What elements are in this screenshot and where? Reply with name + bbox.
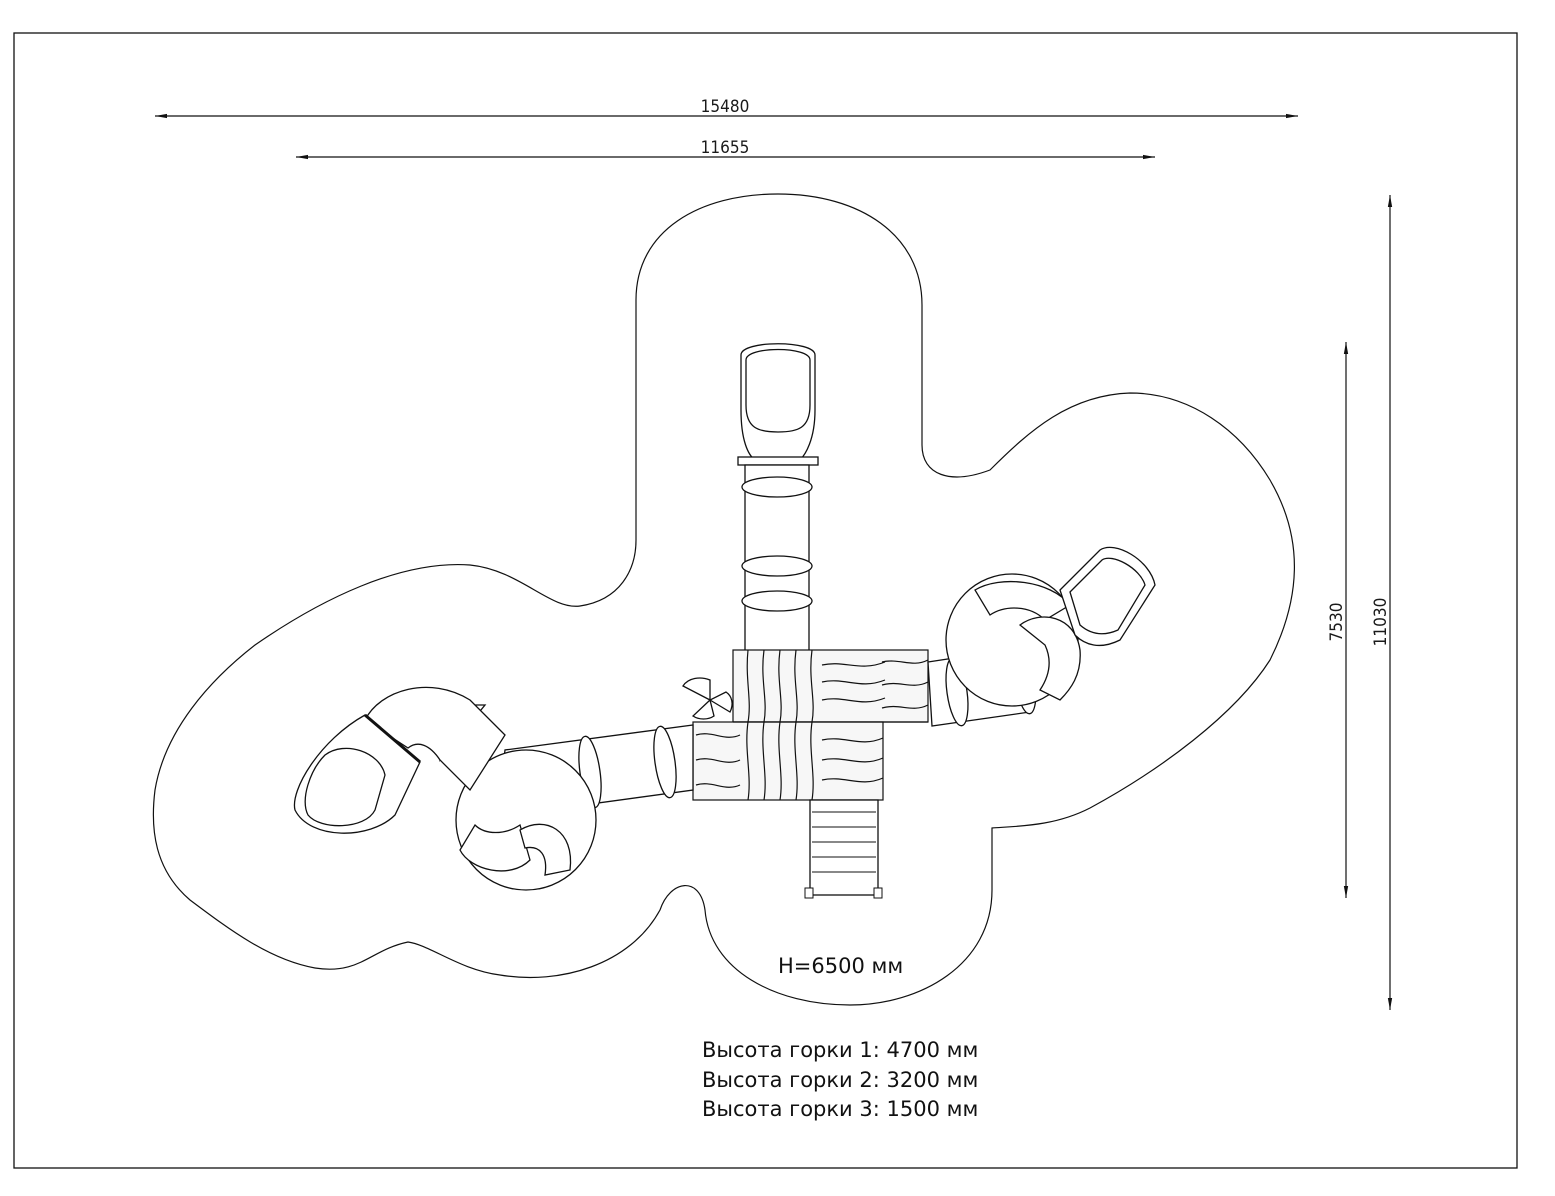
overall-width-label: 15480	[701, 97, 750, 117]
left-slide-ring	[653, 725, 677, 799]
slide-height-notes: Высота горки 1: 4700 мм Высота горки 2: …	[702, 1036, 978, 1125]
main-height-label: H=6500 мм	[778, 954, 904, 978]
slide-height-3: Высота горки 3: 1500 мм	[702, 1097, 979, 1121]
fan-ornament	[682, 677, 733, 720]
left-slide-exit-inner	[304, 747, 386, 827]
equipment-width-label: 11655	[701, 138, 750, 158]
slide-height-2: Высота горки 2: 3200 мм	[702, 1067, 979, 1092]
roof-wave	[695, 659, 929, 788]
central-tower	[682, 649, 929, 801]
left-slide-spiral-segment	[459, 823, 531, 872]
right-spiral-slide	[927, 546, 1156, 727]
top-slide-ring	[741, 590, 813, 612]
roof-wave	[821, 661, 886, 783]
top-slide-ring	[741, 555, 813, 577]
tower-roof-upper	[732, 649, 929, 723]
ladder-frame	[809, 799, 879, 896]
right-slide-exit-inner	[1069, 557, 1146, 635]
equipment-depth-label: 7530	[1327, 603, 1347, 642]
ladder	[804, 799, 883, 899]
overall-depth-label: 11030	[1371, 598, 1391, 647]
left-slide-bracket	[364, 713, 421, 764]
top-slide-ring	[741, 476, 813, 498]
ladder-foot	[804, 887, 814, 899]
top-tube-slide	[737, 343, 819, 656]
right-slide-spiral-segment	[1018, 616, 1081, 701]
top-slide-exit-inner	[745, 348, 811, 433]
ladder-foot	[873, 887, 883, 899]
left-slide-upper-tube	[364, 686, 506, 792]
left-spiral-slide	[293, 686, 694, 891]
top-slide-bracket	[737, 456, 819, 466]
roof-fold	[746, 649, 814, 801]
left-slide-spiral-segment	[519, 823, 572, 876]
slide-height-1: Высота горки 1: 4700 мм	[702, 1038, 979, 1062]
safety-zone-outline	[152, 193, 1295, 1006]
drawing-frame	[13, 32, 1518, 1169]
